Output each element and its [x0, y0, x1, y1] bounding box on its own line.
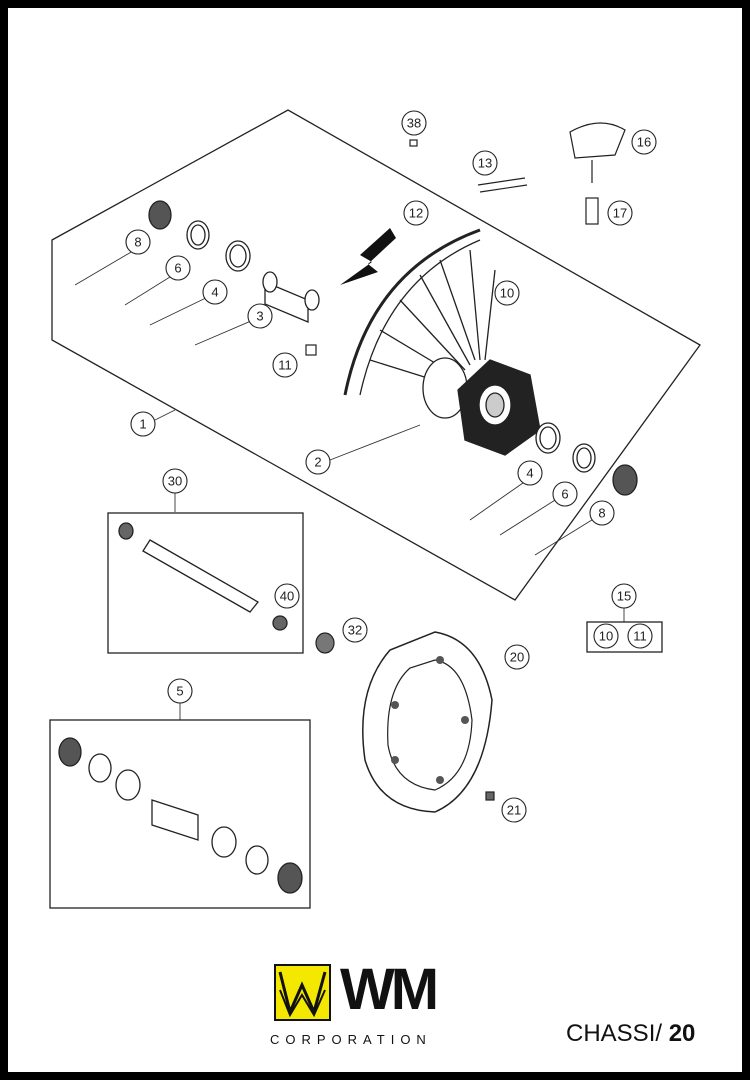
callout-11-kit: 11: [633, 629, 647, 644]
callout-4-right: 4: [526, 466, 533, 481]
drawing-sheet: [8, 8, 742, 1072]
wheel-hub: [422, 357, 541, 456]
bearing-kit-parts: [58, 737, 303, 894]
callout-6-right: 6: [561, 487, 568, 502]
brake-disc: [362, 631, 493, 813]
disc-bolt: [485, 791, 495, 801]
callout-10-kit: 10: [599, 629, 613, 644]
callout-16: 16: [637, 135, 651, 150]
callout-10: 10: [500, 286, 514, 301]
bearing-kit-box: [49, 719, 311, 909]
callout-17: 17: [613, 206, 627, 221]
leader-lines: [74, 247, 625, 720]
axle-kit-box: [107, 512, 304, 654]
callout-circles: [125, 110, 657, 823]
direction-arrow-icon: [340, 228, 396, 285]
callout-2: 2: [314, 455, 321, 470]
callout-21: 21: [507, 803, 521, 818]
section-name: CHASSI/: [566, 1020, 663, 1047]
main-assembly-outline: [51, 109, 701, 601]
callout-11: 11: [278, 358, 292, 373]
spacer-part: [315, 632, 335, 654]
logo-subtitle: CORPORATION: [270, 1032, 432, 1047]
callout-30: 30: [168, 474, 182, 489]
callout-8-left: 8: [134, 235, 141, 250]
small-parts: [305, 122, 626, 356]
wm-logo-mark: [274, 964, 331, 1021]
logo-wordmark: WM: [340, 957, 439, 1022]
callout-13: 13: [478, 156, 492, 171]
callout-12: 12: [409, 206, 423, 221]
callout-32: 32: [348, 623, 362, 638]
callout-5: 5: [176, 684, 183, 699]
callout-6-left: 6: [174, 261, 181, 276]
page-label: CHASSI/ 20: [566, 1020, 695, 1048]
callout-4-left: 4: [211, 285, 218, 300]
spoke-kit-box: [586, 621, 663, 653]
page-number: 20: [668, 1020, 696, 1047]
callout-8-right: 8: [598, 506, 605, 521]
callout-3: 3: [256, 309, 263, 324]
right-bearing-set: [535, 422, 638, 496]
axle-parts: [118, 522, 288, 631]
callout-38: 38: [407, 116, 421, 131]
left-bearing-set: [148, 200, 320, 323]
callout-15: 15: [617, 589, 631, 604]
callout-20: 20: [510, 650, 524, 665]
callout-1: 1: [139, 417, 146, 432]
callout-40: 40: [280, 589, 294, 604]
